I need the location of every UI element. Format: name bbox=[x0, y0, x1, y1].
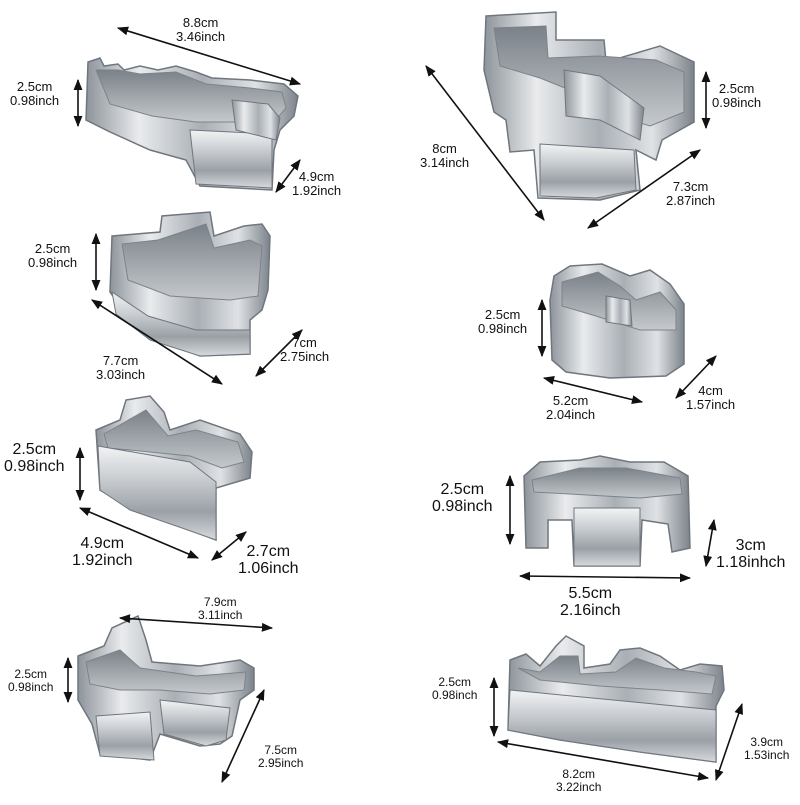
cutter-rabbit-head bbox=[95, 395, 253, 542]
arrow-squirrel-width bbox=[221, 688, 265, 784]
arrow-bunny-width bbox=[255, 329, 303, 377]
cutter-mushroom bbox=[549, 263, 685, 379]
cutter-bunny bbox=[109, 211, 271, 357]
arrow-cat-diag bbox=[425, 65, 545, 221]
arrow-lyingcat-width bbox=[715, 702, 743, 782]
arrow-dog-length bbox=[116, 26, 302, 86]
arrow-squirrel-length bbox=[118, 614, 274, 632]
arrow-mushroom-length bbox=[542, 376, 644, 404]
dimension-arrows bbox=[63, 26, 743, 784]
cutter-elephant bbox=[523, 455, 691, 567]
arrow-elephant-length bbox=[518, 571, 692, 583]
arrow-lyingcat-length bbox=[496, 739, 710, 781]
arrow-rabbit-width bbox=[211, 531, 247, 561]
arrow-mushroom-width bbox=[675, 355, 717, 399]
cutter-squirrel bbox=[77, 614, 255, 761]
arrow-bunny-length bbox=[91, 299, 223, 385]
arrow-rabbit-length bbox=[78, 507, 200, 559]
arrow-elephant-width bbox=[703, 518, 717, 568]
cutter-cat bbox=[483, 11, 695, 201]
cutter-dog bbox=[85, 57, 299, 191]
cutter-lying-cat bbox=[507, 635, 725, 763]
arrow-cat-width bbox=[587, 149, 701, 229]
arrow-dog-width bbox=[275, 159, 301, 193]
